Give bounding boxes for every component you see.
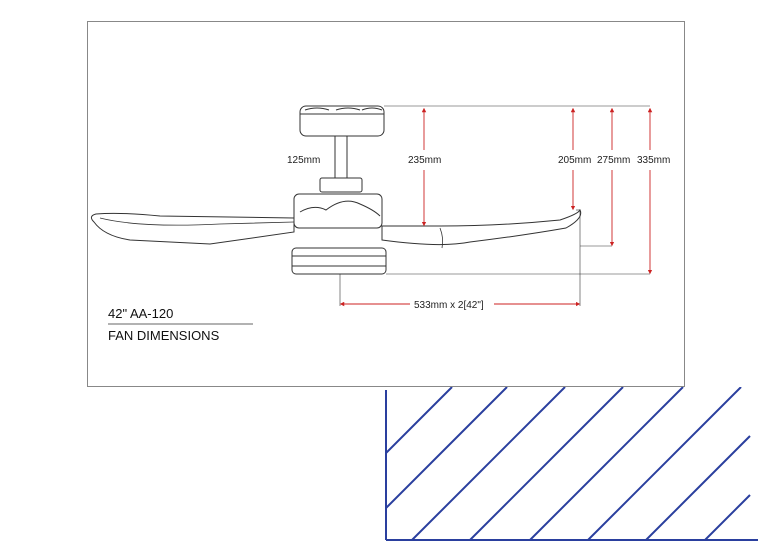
reference-lines [339, 105, 650, 306]
dimension-label-205: 205mm [558, 155, 591, 166]
drawing-frame [87, 21, 685, 387]
dimension-label-335: 335mm [637, 155, 670, 166]
dimension-label-275: 275mm [597, 155, 630, 166]
right-blade [381, 208, 582, 246]
left-blade-curve [99, 217, 295, 226]
downrod [334, 136, 348, 178]
motor-housing [293, 177, 383, 229]
drawing-subtitle: FAN DIMENSIONS [108, 328, 220, 343]
right-blade-curve [439, 227, 444, 249]
left-blade [90, 212, 295, 245]
ceiling-canopy [299, 105, 385, 137]
dimension-label-235: 235mm [408, 155, 441, 166]
blade-span-label: 533mm x 2[42"] [414, 300, 484, 311]
hatch-region [385, 387, 758, 541]
light-kit [291, 247, 387, 275]
dimension-lines [339, 107, 653, 307]
downrod-length-label: 125mm [287, 155, 320, 166]
model-label: 42" AA-120 [108, 306, 173, 321]
